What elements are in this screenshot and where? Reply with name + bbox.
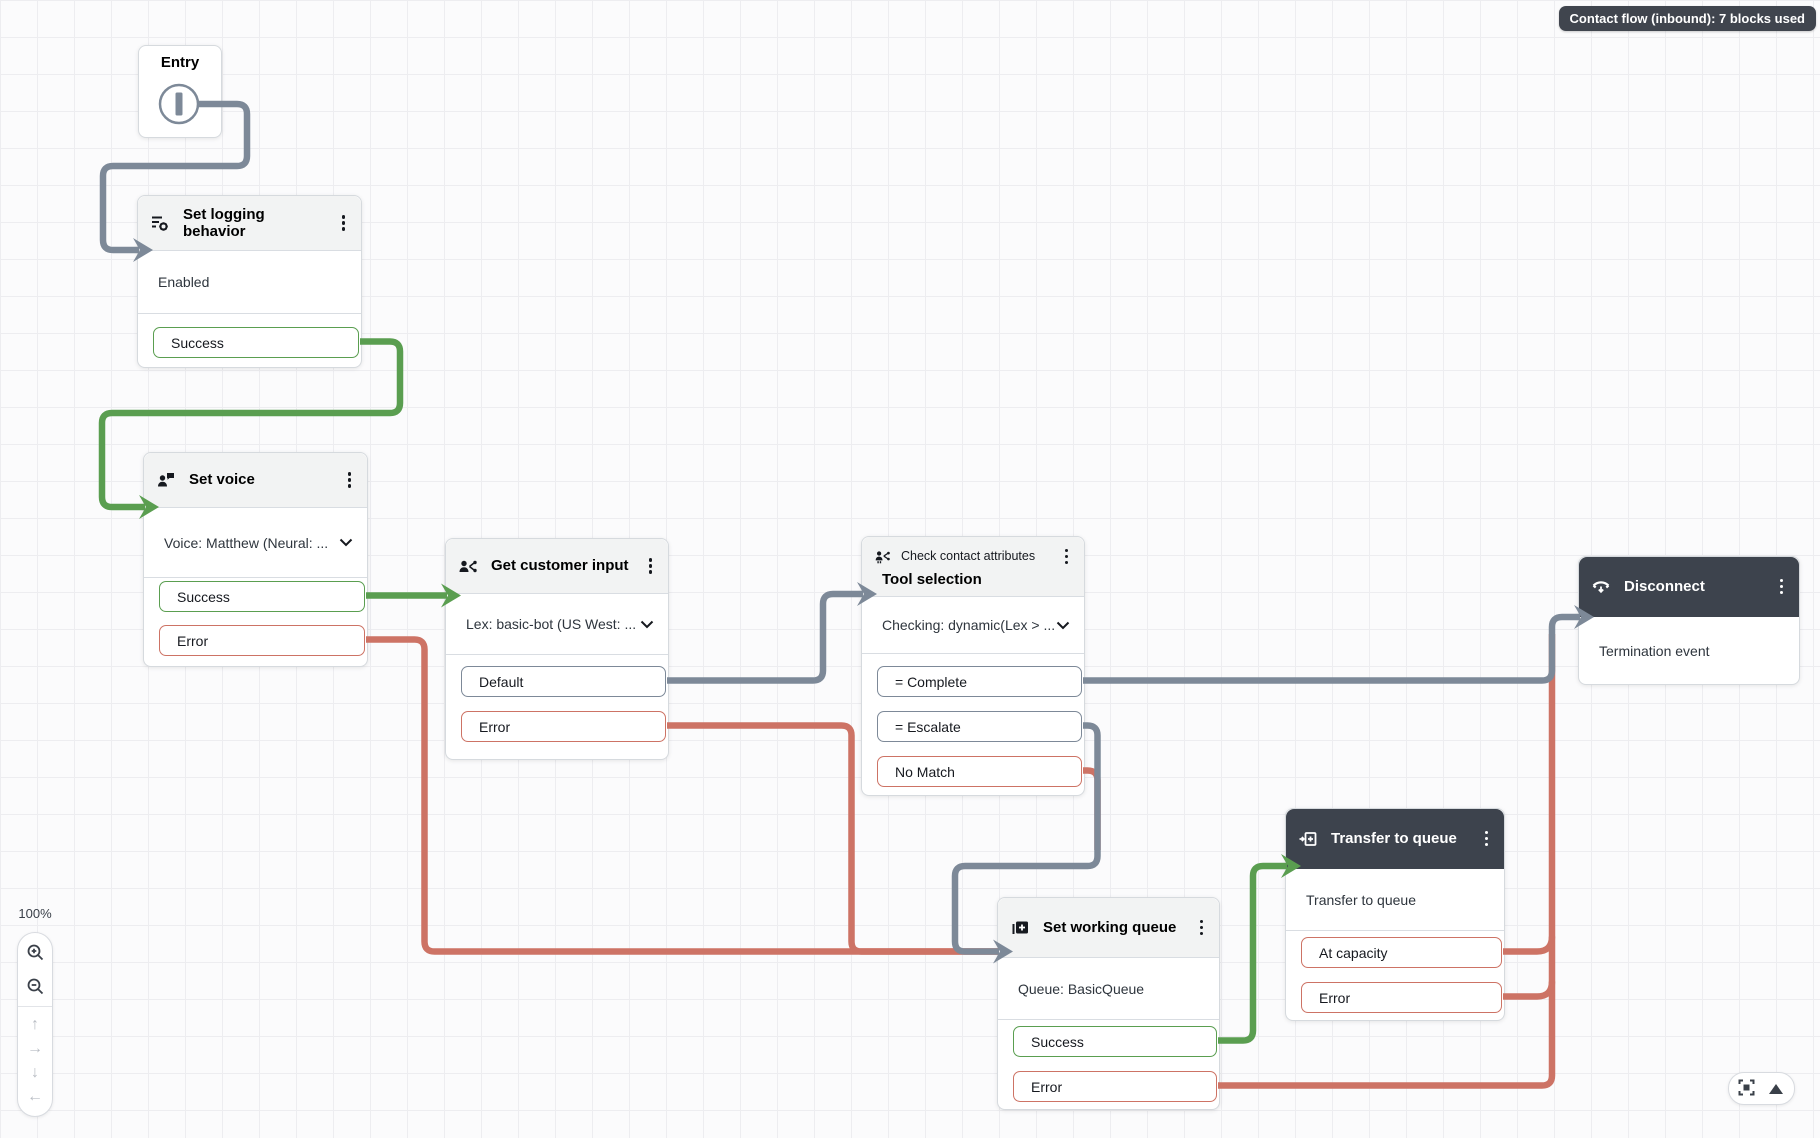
kebab-menu-icon[interactable] [339,211,348,234]
port-error[interactable]: Error [461,711,666,742]
block-category: Check contact attributes [901,549,1036,564]
block-disconnect[interactable]: Disconnect Termination event [1578,556,1800,685]
block-parameter-row: Transfer to queue [1286,869,1504,931]
disconnect-icon [1591,577,1611,597]
block-header: Set working queue [998,898,1219,958]
triangle-up-icon [1769,1083,1784,1094]
port-success[interactable]: Success [159,581,365,612]
block-title: Set voice [189,471,255,489]
kebab-menu-icon[interactable] [1482,827,1491,850]
zoom-level-label: 100% [18,906,52,921]
transfer-to-queue-icon [1298,829,1318,849]
canvas-zoom-toolbar: ↑ → ↓ ← [17,932,53,1117]
arrow-right-icon: → [27,1040,43,1057]
block-header: Get customer input [446,539,668,594]
kebab-menu-icon[interactable] [1062,545,1071,568]
port-error[interactable]: Error [1013,1071,1217,1102]
flow-status-label: Contact flow (inbound): 7 blocks used [1569,11,1805,26]
connector-at-capacity-to-disconnect[interactable] [1503,936,1556,955]
parameter-value: Enabled [158,274,210,290]
magnifier-plus-icon [26,943,45,965]
parameter-value: Transfer to queue [1306,891,1416,908]
chevron-down-icon [339,538,353,547]
arrow-down-icon: ↓ [31,1064,39,1081]
connector-complete-to-disconnect[interactable] [1083,605,1594,684]
block-header: Check contact attributes Tool selection [862,537,1084,597]
block-get-customer-input[interactable]: Get customer input Lex: basic-bot (US We… [445,538,669,760]
voice-dropdown[interactable]: Voice: Matthew (Neural: ... [144,508,367,578]
block-title: Transfer to queue [1331,829,1457,847]
expand-panel-button[interactable] [1764,1077,1788,1101]
chevron-down-icon [640,620,654,629]
block-header: Transfer to queue [1286,809,1504,869]
kebab-menu-icon[interactable] [1777,575,1786,598]
block-parameter-row: Termination event [1579,617,1799,685]
arrow-up-icon: ↑ [31,1016,39,1033]
get-customer-input-icon [458,556,478,576]
parameter-value: Checking: dynamic(Lex > ... [882,617,1056,633]
block-parameter-row: Queue: BasicQueue [998,958,1219,1020]
lex-dropdown[interactable]: Lex: basic-bot (US West: ... [446,594,668,655]
port-no-match[interactable]: No Match [877,756,1082,787]
checking-dropdown[interactable]: Checking: dynamic(Lex > ... [862,597,1084,654]
set-working-queue-icon [1010,918,1030,938]
magnifier-minus-icon [26,977,45,999]
canvas-view-toolbar [1728,1072,1795,1105]
kebab-menu-icon[interactable] [1197,916,1206,939]
block-transfer-to-queue[interactable]: Transfer to queue Transfer to queue At c… [1285,808,1505,1021]
block-header: Set voice [144,453,367,508]
block-set-working-queue[interactable]: Set working queue Queue: BasicQueue Succ… [997,897,1220,1110]
block-title: Set working queue [1043,918,1177,936]
block-set-voice[interactable]: Set voice Voice: Matthew (Neural: ... Su… [143,452,368,667]
port-error[interactable]: Error [1301,982,1502,1013]
flow-status-banner: Contact flow (inbound): 7 blocks used [1558,6,1816,31]
pan-right-button[interactable]: → [23,1037,47,1061]
pan-down-button[interactable]: ↓ [23,1061,47,1085]
block-entry[interactable]: Entry [138,45,222,138]
port-success[interactable]: Success [153,327,359,358]
port-default[interactable]: Default [461,666,666,697]
set-logging-behavior-icon [150,213,170,233]
pan-up-button[interactable]: ↑ [23,1013,47,1037]
fit-to-screen-icon [1738,1079,1755,1099]
block-set-logging-behavior[interactable]: Set logging behavior Enabled Success [137,195,362,368]
block-title: Get customer input [491,557,629,575]
block-title: Entry [160,54,200,71]
arrow-left-icon: ← [27,1088,43,1105]
block-title: Set logging behavior [183,205,265,240]
block-parameter-row: Enabled [138,251,361,314]
port-success[interactable]: Success [1013,1026,1217,1057]
kebab-menu-icon[interactable] [345,468,354,491]
block-header: Set logging behavior [138,196,361,251]
chevron-down-icon [1056,621,1070,630]
block-check-contact-attributes[interactable]: Check contact attributes Tool selection … [861,536,1085,796]
block-title: Tool selection [882,571,982,589]
toolbar-divider [18,1006,52,1007]
parameter-value: Lex: basic-bot (US West: ... [466,616,637,632]
port-at-capacity[interactable]: At capacity [1301,937,1502,968]
block-title: Disconnect [1624,577,1705,595]
port-escalate[interactable]: = Escalate [877,711,1082,742]
port-complete[interactable]: = Complete [877,666,1082,697]
check-contact-attributes-icon [874,548,891,565]
zoom-out-button[interactable] [23,976,47,1000]
parameter-value: Termination event [1599,643,1710,659]
parameter-value: Queue: BasicQueue [1018,980,1145,997]
zoom-in-button[interactable] [23,942,47,966]
kebab-menu-icon[interactable] [646,554,655,577]
fit-to-screen-button[interactable] [1735,1077,1759,1101]
pan-left-button[interactable]: ← [23,1085,47,1109]
connector-no-match-stub[interactable] [1083,767,1101,851]
block-header: Disconnect [1579,557,1799,617]
connector-default-to-check-contact-attributes[interactable] [667,582,877,684]
connector-transfer-error-to-disconnect[interactable] [1503,981,1556,1000]
port-error[interactable]: Error [159,625,365,656]
parameter-value: Voice: Matthew (Neural: ... [164,534,329,551]
set-voice-icon [156,470,176,490]
